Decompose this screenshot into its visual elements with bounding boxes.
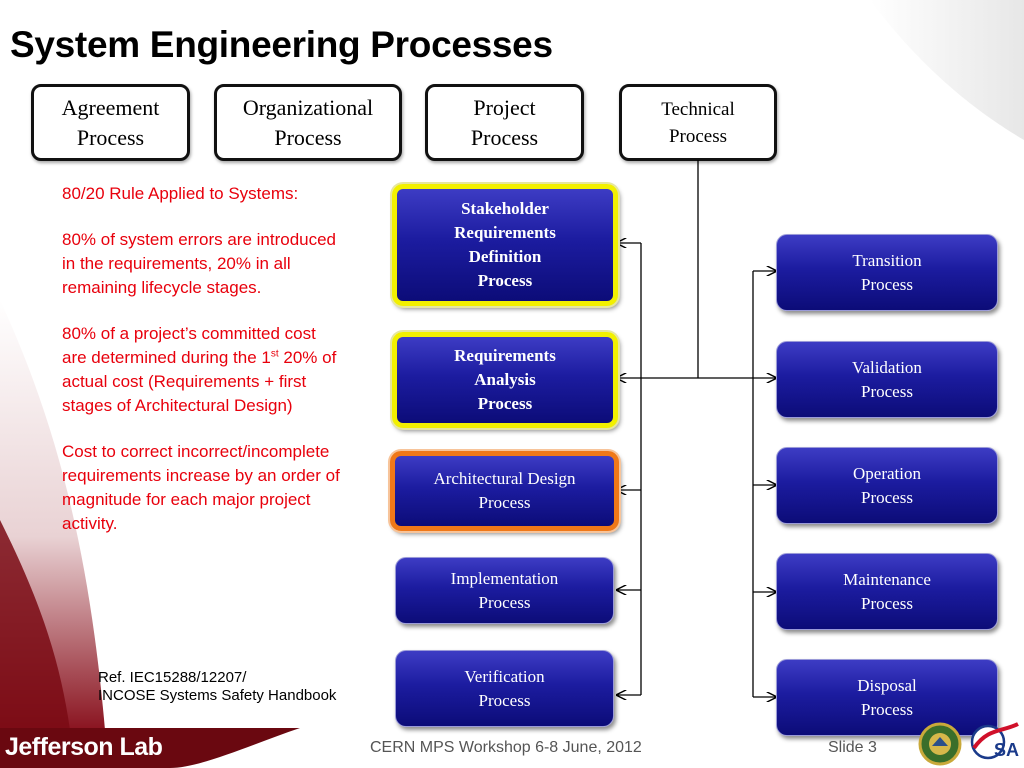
implementation-label: Implementation Process: [450, 568, 559, 612]
technical-process-box: Technical Process: [619, 84, 777, 161]
operation-box: Operation Process: [776, 447, 998, 524]
rule-notes: 80/20 Rule Applied to Systems: 80% of sy…: [62, 182, 344, 558]
doe-seal-icon: [918, 722, 962, 766]
stakeholder-requirements-box: Stakeholder Requirements Definition Proc…: [392, 184, 618, 306]
maintenance-label: Maintenance Process: [843, 569, 931, 613]
maintenance-box: Maintenance Process: [776, 553, 998, 630]
technical-process-label: Technical Process: [661, 98, 735, 147]
note-paragraph-3: 80% of a project’s committed cost are de…: [62, 322, 344, 418]
project-process-box: Project Process: [425, 84, 584, 161]
svg-text:SA: SA: [994, 740, 1019, 760]
reference-text: Ref. IEC15288/12207/ INCOSE Systems Safe…: [98, 669, 337, 704]
agreement-process-box: Agreement Process: [31, 84, 190, 161]
validation-label: Validation Process: [852, 357, 922, 401]
note-paragraph-4: Cost to correct incorrect/incomplete req…: [62, 442, 340, 533]
note-paragraph-3-end: 20% of actual cost (Requirements + first…: [62, 348, 337, 415]
note-superscript: st: [270, 348, 279, 360]
transition-box: Transition Process: [776, 234, 998, 311]
architectural-design-label: Architectural Design Process: [433, 469, 576, 512]
organizational-process-label: Organizational Process: [242, 94, 374, 150]
project-process-label: Project Process: [470, 94, 539, 150]
architectural-design-box: Architectural Design Process: [390, 451, 619, 531]
requirements-analysis-box: Requirements Analysis Process: [392, 332, 618, 428]
verification-label: Verification Process: [464, 666, 545, 710]
operation-label: Operation Process: [853, 463, 921, 507]
requirements-analysis-label: Requirements Analysis Process: [454, 346, 556, 413]
organizational-process-box: Organizational Process: [214, 84, 402, 161]
verification-box: Verification Process: [395, 650, 614, 727]
stakeholder-requirements-label: Stakeholder Requirements Definition Proc…: [454, 199, 556, 290]
implementation-box: Implementation Process: [395, 557, 614, 624]
slide-number: Slide 3: [828, 739, 877, 756]
validation-box: Validation Process: [776, 341, 998, 418]
note-paragraph-3-start: 80% of a project’s committed cost are de…: [62, 324, 316, 367]
note-paragraph-1: 80/20 Rule Applied to Systems:: [62, 184, 299, 203]
transition-label: Transition Process: [852, 250, 922, 294]
disposal-box: Disposal Process: [776, 659, 998, 736]
slide-title: System Engineering Processes: [10, 24, 553, 65]
agreement-process-label: Agreement Process: [61, 94, 160, 150]
agency-logo-icon: SA: [970, 722, 1019, 760]
footer-event: CERN MPS Workshop 6-8 June, 2012: [370, 739, 642, 756]
disposal-label: Disposal Process: [857, 675, 917, 719]
note-paragraph-2: 80% of system errors are introduced in t…: [62, 230, 337, 297]
jefferson-lab-logo: Jefferson Lab: [5, 733, 163, 761]
